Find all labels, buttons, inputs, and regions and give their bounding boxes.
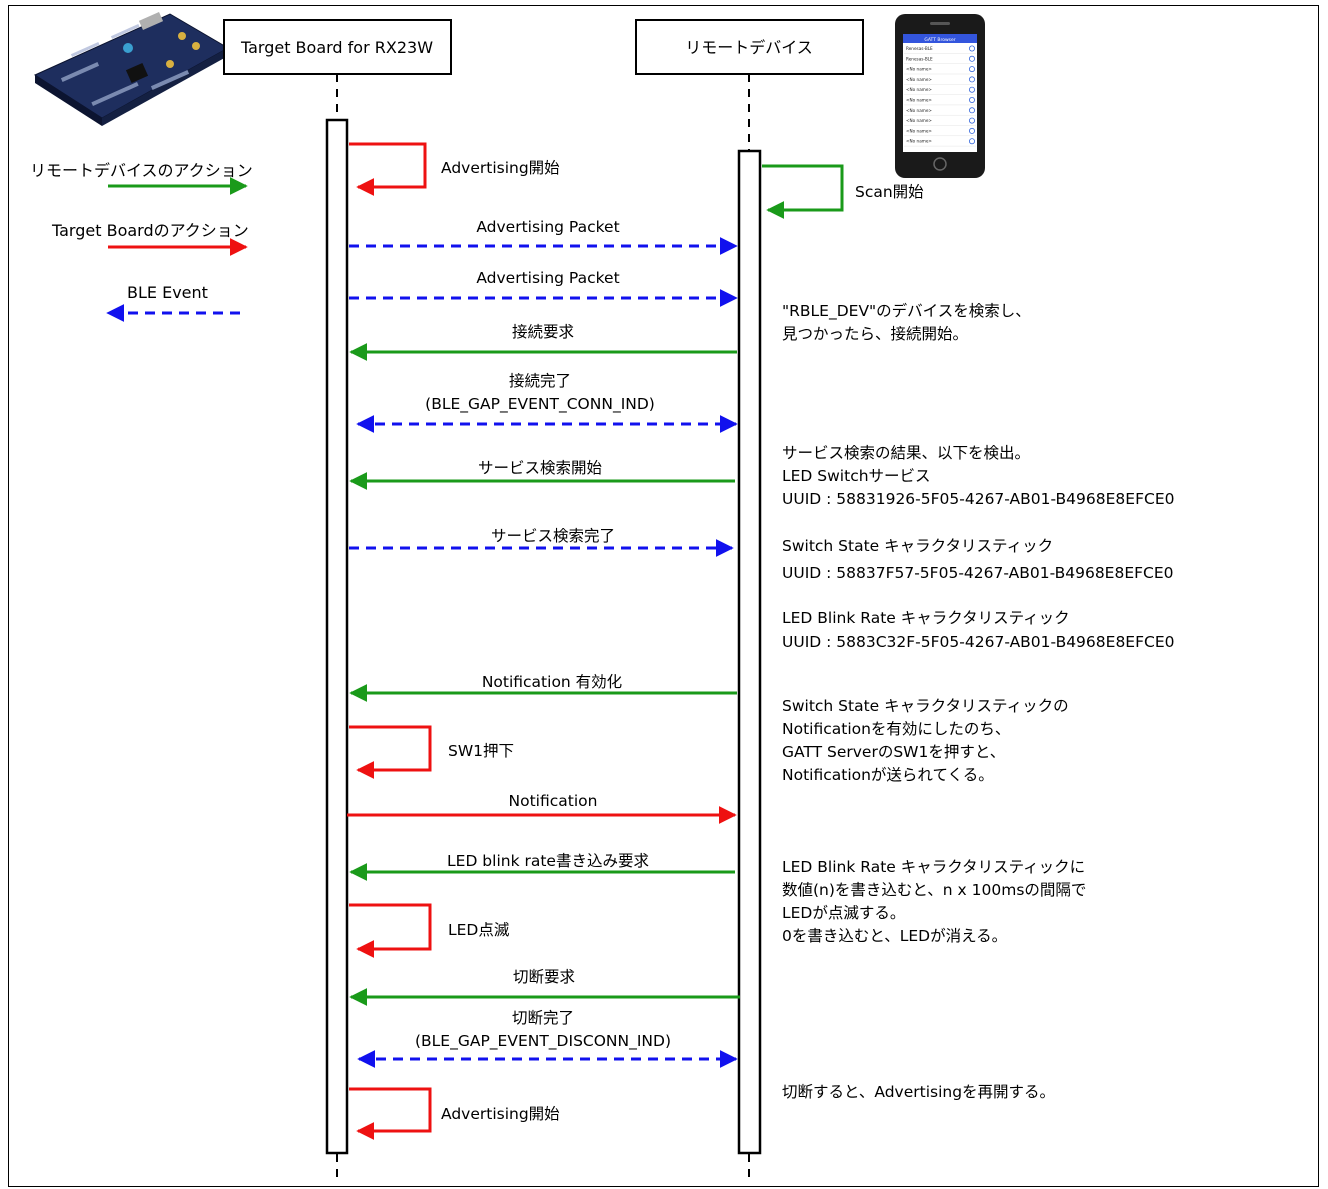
msg-svc-disc-start: サービス検索開始 bbox=[478, 459, 603, 477]
phone-connect-icon bbox=[969, 86, 976, 93]
msg-adv-start-2: Advertising開始 bbox=[441, 1105, 560, 1123]
self-loop-adv-start-2 bbox=[349, 1087, 432, 1140]
phone-list-item: Renesas-BLE bbox=[906, 46, 933, 51]
note-notif-line3: GATT ServerのSW1を押すと、 bbox=[782, 743, 1005, 761]
phone-list-item: <No name> bbox=[906, 118, 932, 123]
msg-adv-packet-1: Advertising Packet bbox=[476, 218, 619, 236]
note-blink-line2: UUID : 5883C32F-5F05-4267-AB01-B4968E8EF… bbox=[782, 633, 1175, 651]
note-write-line4: 0を書き込むと、LEDが消える。 bbox=[782, 927, 1007, 945]
msg-led-blink: LED点滅 bbox=[448, 921, 510, 939]
note-blink-line1: LED Blink Rate キャラクタリスティック bbox=[782, 609, 1070, 627]
note-notif-line1: Switch State キャラクタリスティックの bbox=[782, 697, 1069, 715]
activation-bar-board bbox=[325, 118, 349, 1155]
msg-scan-start: Scan開始 bbox=[855, 183, 924, 201]
participant-box-board bbox=[223, 19, 452, 75]
note-write-line1: LED Blink Rate キャラクタリスティックに bbox=[782, 858, 1085, 876]
msg-adv-start-1: Advertising開始 bbox=[441, 159, 560, 177]
phone-list-item: <No name> bbox=[906, 139, 932, 144]
msg-disc-done-1: 切断完了 bbox=[512, 1009, 574, 1027]
msg-adv-packet-2: Advertising Packet bbox=[476, 269, 619, 287]
note-write-line2: 数値(n)を書き込むと、n x 100msの間隔で bbox=[782, 881, 1086, 899]
msg-notification: Notification bbox=[509, 792, 598, 810]
phone-connect-icon bbox=[969, 107, 976, 114]
msg-disc-done-2: (BLE_GAP_EVENT_DISCONN_IND) bbox=[415, 1032, 671, 1051]
phone-list-item: <No name> bbox=[906, 87, 932, 92]
self-loop-scan-start bbox=[762, 164, 844, 219]
self-loop-adv-start-1 bbox=[349, 142, 427, 196]
msg-sw1: SW1押下 bbox=[448, 742, 514, 760]
note-svc-line2: LED Switchサービス bbox=[782, 467, 931, 485]
msg-conn-done-2: (BLE_GAP_EVENT_CONN_IND) bbox=[425, 395, 655, 414]
participant-label-remote: リモートデバイス bbox=[685, 38, 813, 57]
note-search-line2: 見つかったら、接続開始。 bbox=[782, 325, 968, 343]
participant-label-board: Target Board for RX23W bbox=[240, 38, 433, 57]
phone-connect-icon bbox=[969, 117, 976, 124]
phone-connect-icon bbox=[969, 127, 976, 134]
phone-connect-icon bbox=[969, 66, 976, 73]
phone-connect-icon bbox=[969, 76, 976, 83]
phone-connect-icon bbox=[969, 55, 976, 62]
msg-conn-req: 接続要求 bbox=[512, 323, 574, 341]
phone-header: GATT Browser bbox=[924, 37, 955, 43]
participant-box-remote bbox=[635, 19, 864, 75]
phone-list-item: Renesas-BLE bbox=[906, 56, 933, 61]
msg-notif-enable: Notification 有効化 bbox=[482, 673, 622, 691]
phone-connect-icon bbox=[969, 45, 976, 52]
phone-connect-icon bbox=[969, 97, 976, 104]
legend-ble-label: BLE Event bbox=[127, 283, 208, 302]
phone-connect-icon bbox=[969, 138, 976, 145]
phone-list-item: <No name> bbox=[906, 98, 932, 103]
self-loop-sw1 bbox=[349, 725, 432, 779]
phone-list-item: <No name> bbox=[906, 77, 932, 82]
msg-svc-disc-done: サービス検索完了 bbox=[491, 527, 615, 545]
activation-bar-remote bbox=[737, 149, 762, 1155]
msg-conn-done-1: 接続完了 bbox=[509, 372, 571, 390]
phone-illustration: GATT Browser Renesas-BLE Renesas-BLE <No n… bbox=[895, 14, 985, 178]
phone-list-item: <No name> bbox=[906, 67, 932, 72]
note-write-line3: LEDが点滅する。 bbox=[782, 904, 905, 922]
note-search-line1: "RBLE_DEV"のデバイスを検索し、 bbox=[782, 301, 1031, 321]
legend-remote-label: リモートデバイスのアクション bbox=[30, 161, 253, 180]
self-loop-led-blink bbox=[349, 903, 432, 958]
note-sw-state-line1: Switch State キャラクタリスティック bbox=[782, 537, 1053, 555]
note-notif-line4: Notificationが送られてくる。 bbox=[782, 766, 994, 784]
legend-board-label: Target Boardのアクション bbox=[51, 221, 249, 240]
msg-disc-req: 切断要求 bbox=[513, 968, 575, 986]
note-svc-line3: UUID : 58831926-5F05-4267-AB01-B4968E8EF… bbox=[782, 490, 1174, 508]
note-restart: 切断すると、Advertisingを再開する。 bbox=[782, 1083, 1055, 1101]
msg-blink-write: LED blink rate書き込み要求 bbox=[447, 852, 649, 870]
note-svc-line1: サービス検索の結果、以下を検出。 bbox=[782, 444, 1030, 462]
phone-list-item: <No name> bbox=[906, 108, 932, 113]
board-illustration bbox=[33, 11, 230, 126]
phone-list-item: <No name> bbox=[906, 128, 932, 133]
note-notif-line2: Notificationを有効にしたのち、 bbox=[782, 720, 1010, 738]
diagram-frame bbox=[8, 5, 1319, 1187]
note-sw-state-line2: UUID : 58837F57-5F05-4267-AB01-B4968E8EF… bbox=[782, 564, 1174, 582]
